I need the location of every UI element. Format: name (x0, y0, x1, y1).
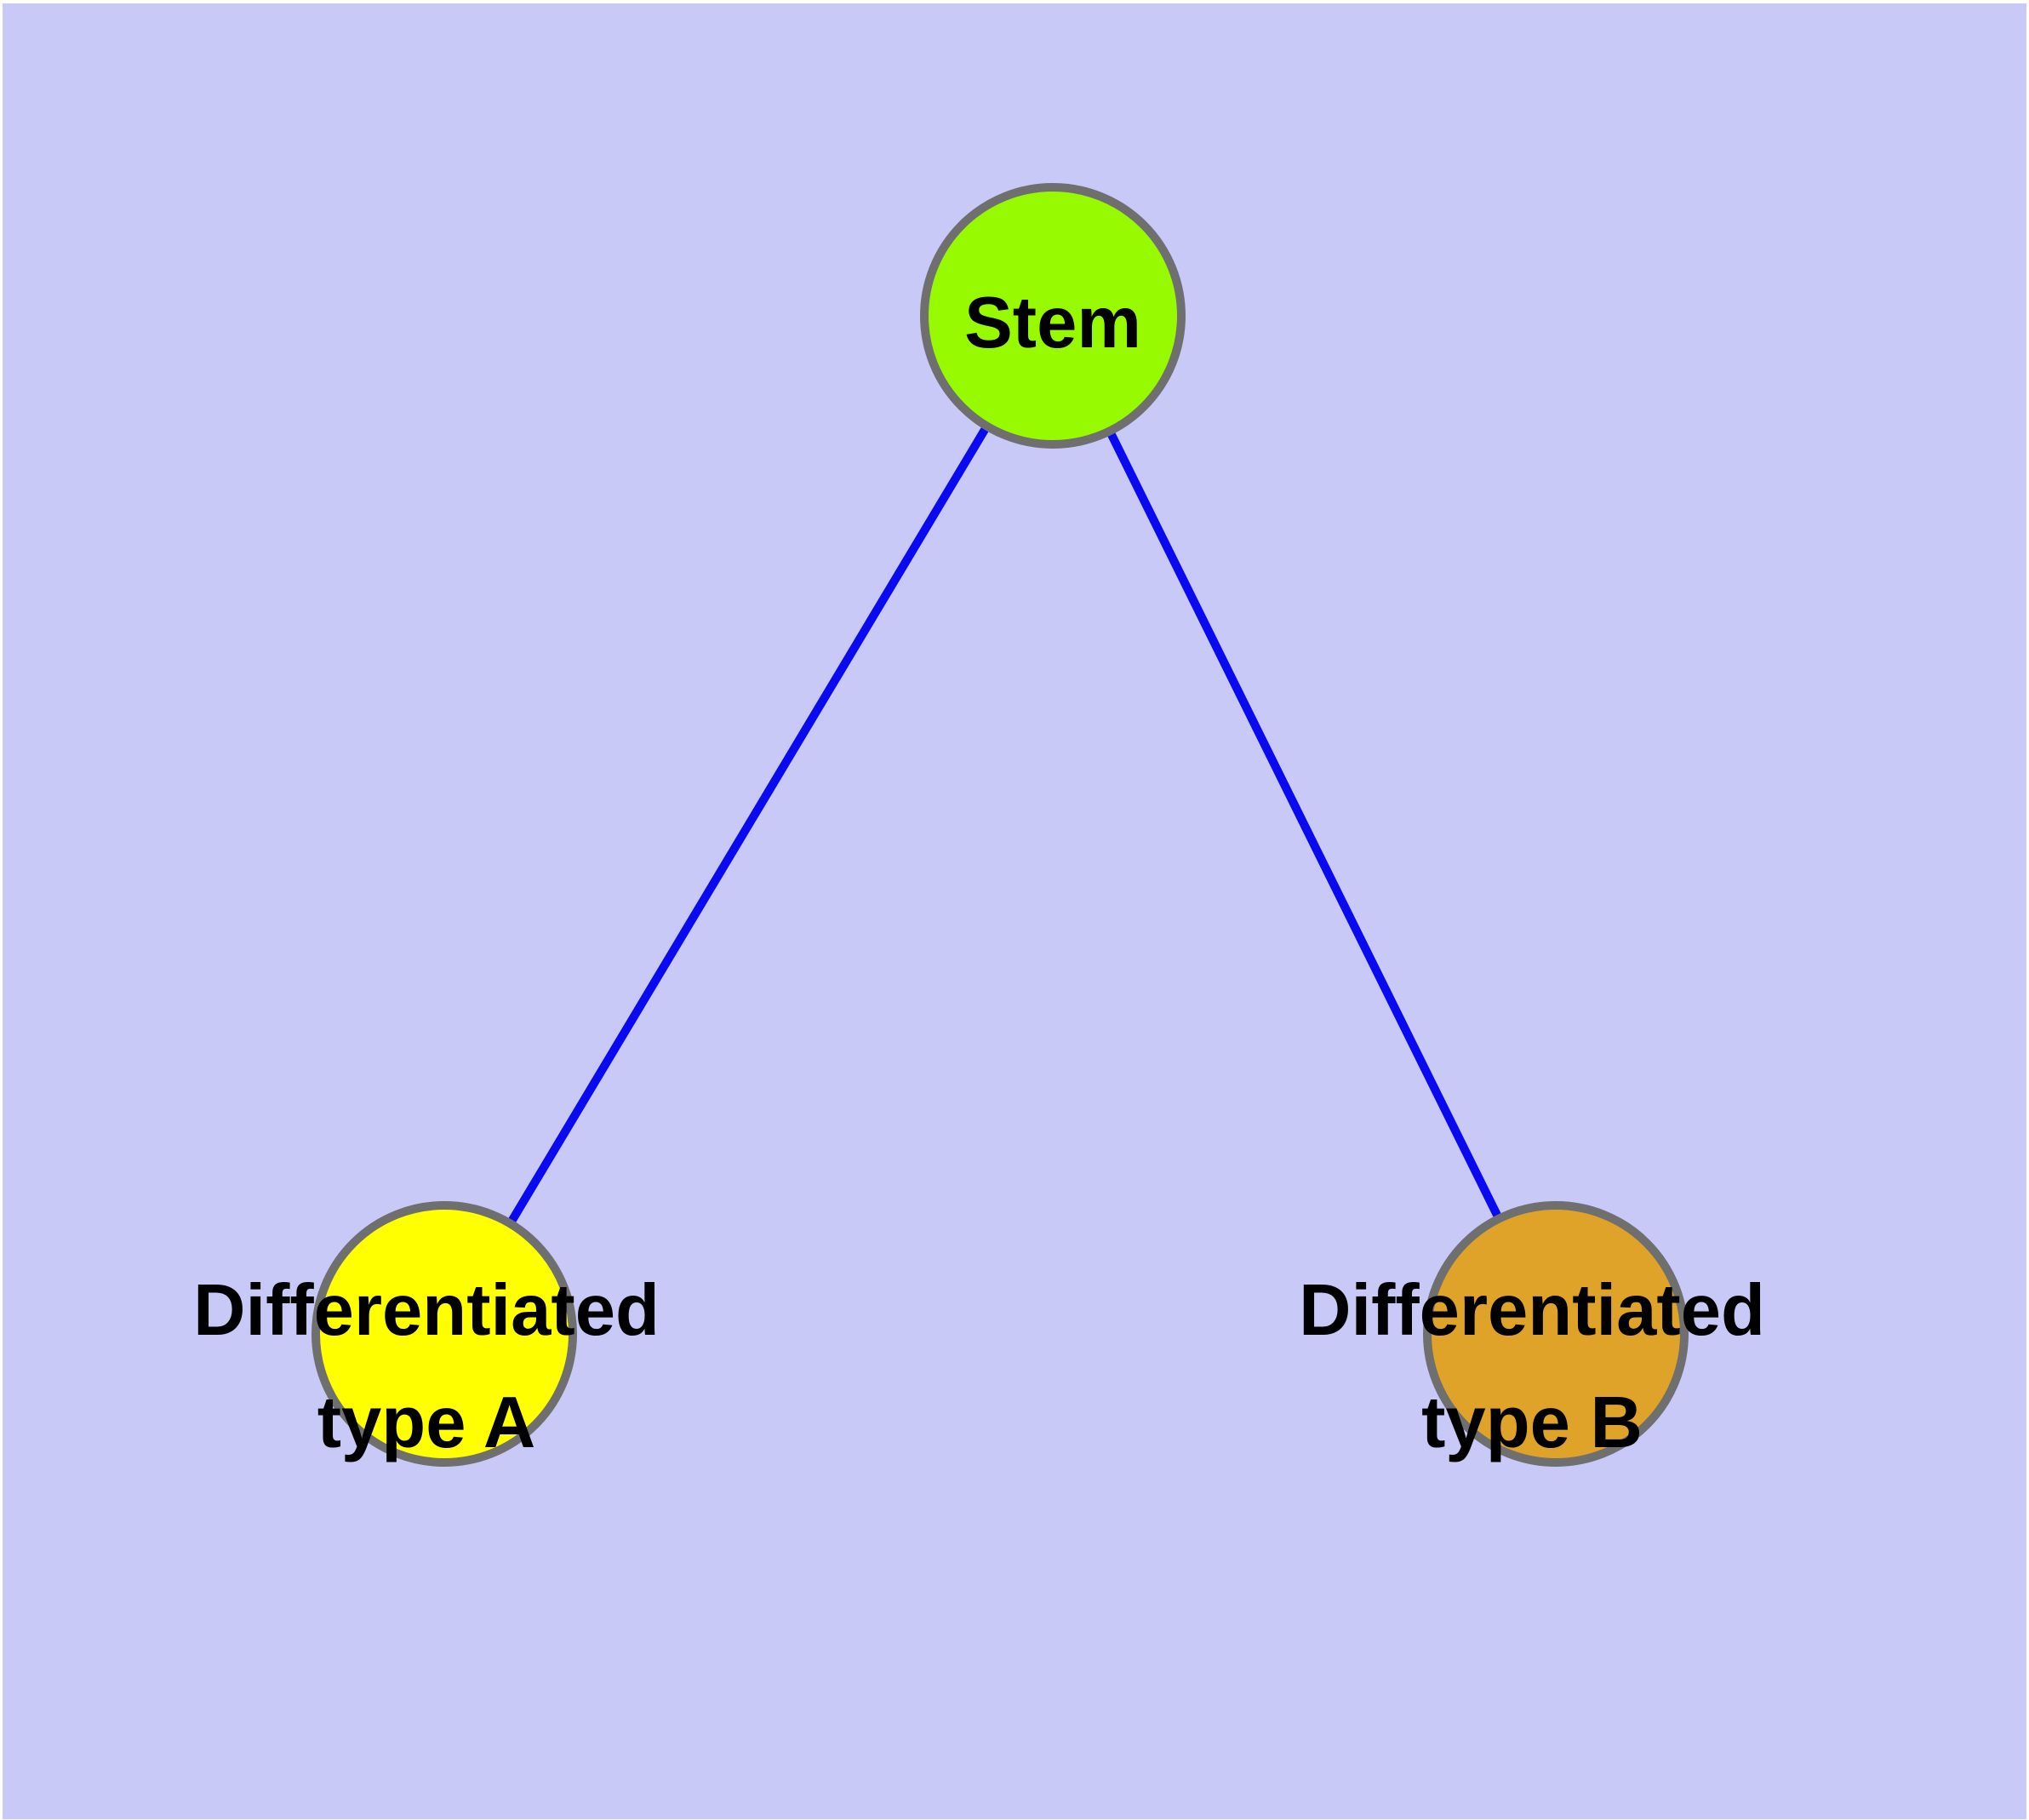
node-typeA-label-line2: type A (317, 1382, 536, 1463)
node-typeA-label: Differentiated type A (86, 1255, 767, 1479)
node-typeA-circle (311, 1201, 577, 1467)
node-typeA-label-line1: Differentiated (193, 1270, 660, 1351)
node-typeB-label-line1: Differentiated (1299, 1270, 1765, 1351)
node-typeB-circle (1423, 1201, 1689, 1467)
node-stem-circle (920, 183, 1186, 449)
node-stem-label-text: Stem (964, 283, 1141, 363)
edge-stem-to-typeB (1049, 313, 1560, 1336)
edge-stem-to-typeA (440, 313, 1057, 1336)
node-stem-label: Stem (797, 267, 1308, 380)
node-typeB-label: Differentiated type B (1192, 1255, 1872, 1479)
node-typeB-label-line2: type B (1421, 1382, 1643, 1463)
